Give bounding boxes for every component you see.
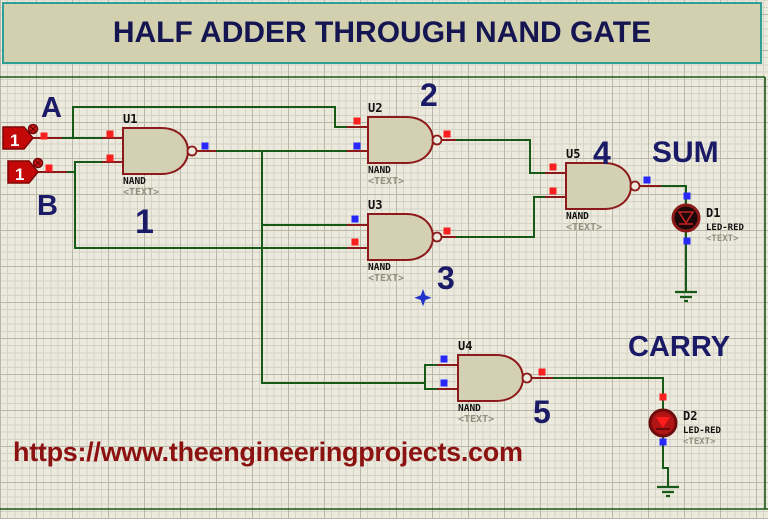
gate-annotation-3: 3 [437,260,455,296]
pin-marker-blue [353,142,361,150]
pin-marker-blue [440,355,448,363]
nand-gate-body[interactable] [457,354,524,402]
pin-marker-blue [683,192,691,200]
diode-text-placeholder: <TEXT> [706,234,739,244]
inversion-bubble-icon [431,134,443,146]
led-body-off[interactable] [671,203,701,233]
wire-net-a [60,106,349,139]
gate-text-placeholder: <TEXT> [123,187,159,198]
page-title: HALF ADDER THROUGH NAND GATE [112,16,652,49]
gate-ref: U4 [458,339,472,353]
diode-triangle-icon [677,211,695,225]
diode-text-placeholder: <TEXT> [683,437,716,447]
gate-ref: U5 [566,147,580,161]
gate-u1[interactable]: U1 NAND <TEXT> [122,112,198,198]
gate-type: NAND [368,262,391,273]
gate-ref: U1 [123,112,137,126]
pin-marker-red [443,130,451,138]
pin-marker-red [106,130,114,138]
pin-marker-red [353,117,361,125]
diode-type: LED-RED [683,426,722,436]
input-a-label: A [41,92,62,124]
sheet-border [0,76,768,510]
pin-marker-blue [201,142,209,150]
pin-marker-blue [683,237,691,245]
gate-annotation-2: 2 [420,77,438,113]
gate-text-placeholder: <TEXT> [458,414,494,425]
gate-u4[interactable]: U4 NAND <TEXT> [457,339,533,425]
nand-gate-body[interactable] [122,127,189,175]
logicstate-a-box[interactable] [2,126,34,150]
pin-marker-red [538,368,546,376]
pin-marker-blue [659,438,667,446]
logicstate-b-value: 1 [15,165,24,184]
pin-marker-red [106,154,114,162]
wire-net-b [65,161,349,249]
pin-marker-red [659,393,667,401]
wire-net-u3out [454,196,547,238]
nand-gate-body[interactable] [367,116,434,164]
gate-type: NAND [458,403,481,414]
pin-marker-red [351,238,359,246]
wire-net-u2out [454,139,547,174]
inversion-bubble-icon [521,372,533,384]
toggle-cross-icon [35,160,41,166]
logicstate-b[interactable]: 1 [7,157,44,185]
gate-type: NAND [123,176,146,187]
pin-marker-red [443,227,451,235]
sum-label: SUM [652,136,719,169]
logicstate-a[interactable]: 1 [2,123,39,151]
gate-text-placeholder: <TEXT> [368,273,404,284]
toggle-cross-icon [30,126,36,132]
pin-markers [40,117,691,446]
pin-marker-blue [351,215,359,223]
gate-u5[interactable]: U5 NAND <TEXT> [565,147,641,233]
gate-type: NAND [368,165,391,176]
diode-triangle-icon [656,417,670,428]
title-banner: HALF ADDER THROUGH NAND GATE [2,2,762,64]
gate-type: NAND [566,211,589,222]
led-d2[interactable]: D2 LED-RED <TEXT> [648,408,722,447]
gate-text-placeholder: <TEXT> [368,176,404,187]
logicstate-a-value: 1 [10,131,19,150]
pin-marker-blue [440,379,448,387]
gate-annotation-1: 1 [135,203,154,241]
gate-ref: U3 [368,198,382,212]
website-watermark: https://www.theengineeringprojects.com [13,437,523,467]
carry-label: CARRY [628,331,730,363]
diode-ref: D2 [683,409,697,423]
wire-net-sum [659,185,687,293]
gate-ref: U2 [368,101,382,115]
origin-marker-icon [414,289,432,307]
gate-annotation-5: 5 [533,394,551,430]
wire-net-carry [551,377,669,488]
nand-gate-body[interactable] [367,213,434,261]
wire-net-u1out [214,150,439,390]
diode-ref: D1 [706,206,720,220]
gate-u2[interactable]: U2 NAND <TEXT> [367,101,443,187]
inversion-bubble-icon [431,231,443,243]
pin-marker-red [45,164,53,172]
input-b-label: B [37,190,58,222]
gate-annotation-4: 4 [593,135,611,171]
inversion-bubble-icon [186,145,198,157]
pin-marker-red [549,187,557,195]
ground-symbol-d2 [657,485,679,498]
logicstate-b-box[interactable] [7,160,39,184]
pin-marker-red [40,132,48,140]
led-d1[interactable]: D1 LED-RED <TEXT> [671,203,745,244]
gate-text-placeholder: <TEXT> [566,222,602,233]
pin-marker-blue [643,176,651,184]
inversion-bubble-icon [629,180,641,192]
gate-u3[interactable]: U3 NAND <TEXT> [367,198,443,284]
diode-type: LED-RED [706,223,745,233]
ground-symbol-d1 [675,290,697,303]
wires [60,106,687,488]
pin-marker-red [549,163,557,171]
